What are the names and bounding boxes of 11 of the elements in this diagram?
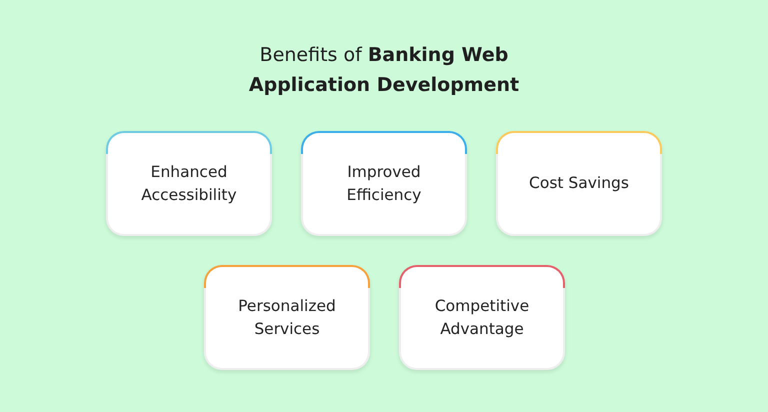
card-label: Enhanced Accessibility [140,162,238,206]
benefit-card [204,265,370,370]
card-label: Competitive Advantage [434,296,530,340]
benefit-card [301,131,467,236]
card-label: Personalized Services [237,296,337,340]
diagram-title: Benefits of Banking Web Application Development [248,43,520,98]
benefit-card [496,131,662,236]
benefit-card [106,131,272,236]
card-label: Improved Efficiency [346,162,422,206]
card-label: Cost Savings [528,173,630,194]
benefit-card [399,265,565,370]
